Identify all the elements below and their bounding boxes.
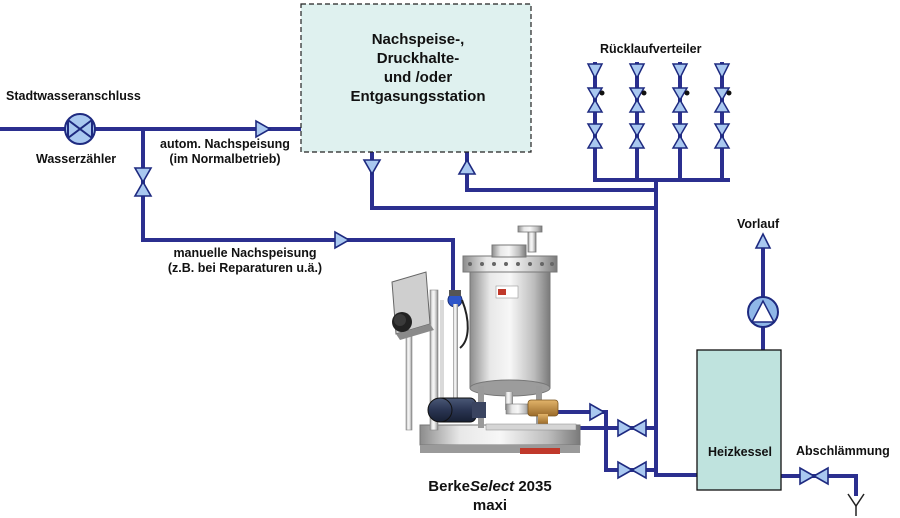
label-manual-feed-line2: (z.B. bei Reparaturen u.ä.) [167,261,323,275]
check-valve-icon [255,119,272,139]
station-label-line1: Nachspeise-, [371,31,465,48]
product-brand: Berke [428,478,470,495]
label-auto-feed-line1: autom. Nachspeisung [160,137,290,151]
check-valves [255,119,772,422]
gate-valve-icon [671,123,689,149]
label-flow: Vorlauf [737,217,780,231]
station-label-line4: Entgasungsstation [350,88,486,105]
product-model-italic: Select [469,478,515,495]
gate-valve-icon [713,87,731,113]
pipe-manifold-branches [593,62,724,182]
station-label: Nachspeise-, Druckhalte- und /oder Entga… [305,30,531,106]
check-valve-icon [713,63,731,80]
check-valve-icon [362,159,382,176]
gate-valve-icon [628,123,646,149]
gate-valve-icon [617,460,647,480]
label-auto-feed: autom. Nachspeisung (im Normalbetrieb) [150,137,300,167]
product-label: BerkeSelect 2035 maxi [400,477,580,515]
check-valve-icon [334,230,351,250]
gate-valve-icon [133,167,153,197]
check-valve-icon [457,158,477,175]
pipe-main-trunk [654,178,699,477]
label-manual-feed: manuelle Nachspeisung (z.B. bei Reparatu… [150,246,340,276]
check-valve-icon [589,402,606,422]
gate-valve-icon [799,466,829,486]
gate-valves [133,167,829,486]
station-label-line3: und /oder [383,69,453,86]
station-box [300,3,532,153]
pipe-station-return [465,150,657,192]
gate-valve-icon [586,87,604,113]
product-label-line2: maxi [472,497,508,514]
label-auto-feed-line2: (im Normalbetrieb) [169,152,281,166]
label-water-meter: Wasserzähler [36,152,117,166]
check-valve-icon [671,63,689,80]
boiler-label: Heizkessel [708,445,772,459]
gate-valve-icon [671,87,689,113]
check-valve-icon [628,63,646,80]
circulation-pump-icon [747,296,779,328]
label-city-water: Stadtwasseranschluss [6,89,141,103]
check-valve-icon [586,63,604,80]
gate-valve-icon [617,418,647,438]
check-valve-icon [754,232,772,249]
product-model-number: 2035 [514,478,552,495]
gate-valve-icon [713,123,731,149]
water-meter-icon [64,113,96,145]
manifold-handles [599,90,732,96]
manifold-valves [586,63,731,149]
station-label-line2: Druckhalte- [376,50,460,67]
gate-valve-icon [628,87,646,113]
gate-valve-icon [586,123,604,149]
label-manual-feed-line1: manuelle Nachspeisung [173,246,317,260]
berkeselect-device-illustration [391,225,581,454]
boiler-box [696,349,782,491]
product-label-line1: BerkeSelect 2035 [400,477,580,496]
label-blowdown: Abschlämmung [796,444,890,458]
drain-funnel-icon [847,493,865,516]
label-return-manifold: Rücklaufverteiler [600,42,702,56]
